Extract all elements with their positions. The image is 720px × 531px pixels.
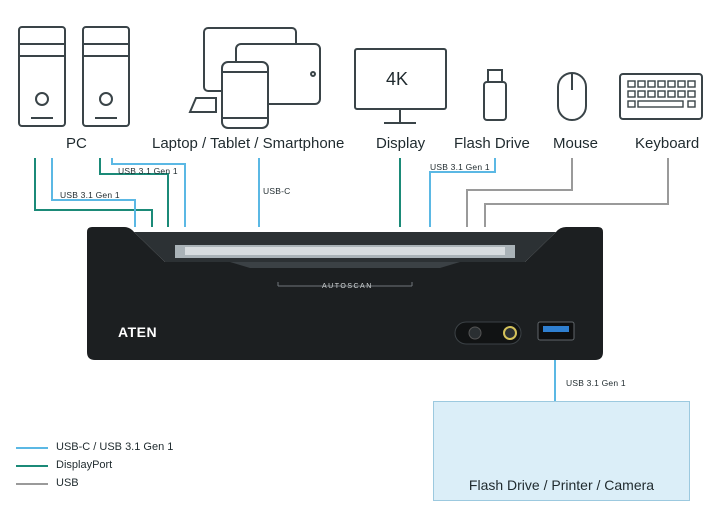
pc-icon xyxy=(18,26,130,127)
usb-c-usb31-cables xyxy=(51,158,556,401)
autoscan-label: AUTOSCAN xyxy=(322,283,373,290)
keyboard-label: Keyboard xyxy=(635,135,700,152)
aten-logo: ATEN xyxy=(118,324,158,340)
flash-drive-label: Flash Drive xyxy=(454,135,530,152)
pc-left-usb-label: USB 3.1 Gen 1 xyxy=(60,190,120,200)
flash-usb-label: USB 3.1 Gen 1 xyxy=(430,162,490,172)
display-label: Display xyxy=(376,135,426,152)
laptop-tablet-smartphone-label: Laptop / Tablet / Smartphone xyxy=(152,135,345,152)
pc-label: PC xyxy=(66,135,87,152)
pc-right-usb-label: USB 3.1 Gen 1 xyxy=(118,166,178,176)
usb-cables xyxy=(466,158,669,227)
mouse-icon xyxy=(557,72,587,121)
displayport-cables xyxy=(34,158,401,227)
mouse-label: Mouse xyxy=(553,135,599,152)
front-usb-devices-panel: Flash Drive / Printer / Camera xyxy=(433,401,690,501)
front-usb-label: USB 3.1 Gen 1 xyxy=(566,378,626,388)
display-icon xyxy=(354,48,447,124)
laptop-tablet-phone-icon xyxy=(188,27,321,129)
legend-usb-c-label: USB-C / USB 3.1 Gen 1 xyxy=(56,441,174,453)
kvm-switch xyxy=(87,227,603,360)
legend-displayport-label: DisplayPort xyxy=(56,459,113,471)
front-panel-label: Flash Drive / Printer / Camera xyxy=(468,477,655,493)
laptop-usbc-label: USB-C xyxy=(263,186,291,196)
legend-usb-label: USB xyxy=(56,477,79,489)
keyboard-icon xyxy=(619,73,703,120)
flash-drive-icon xyxy=(483,69,507,121)
display-screen-text: 4K xyxy=(386,69,409,89)
